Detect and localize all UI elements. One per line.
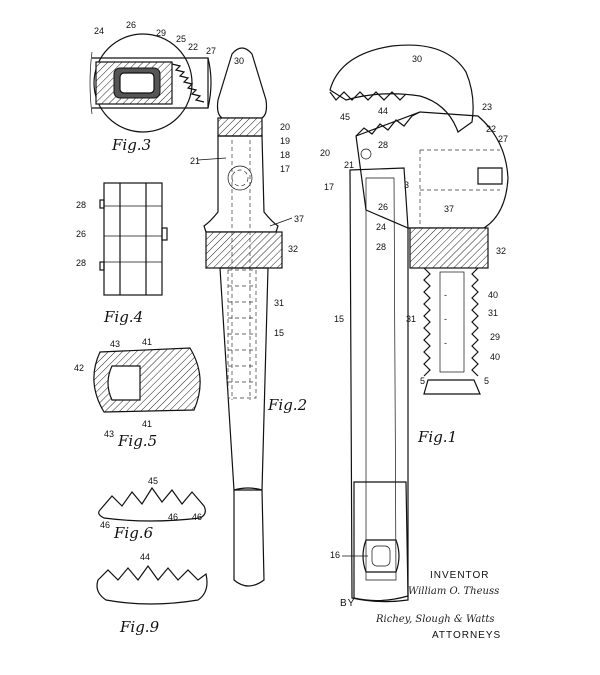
ref-label: 21 bbox=[190, 156, 200, 166]
ref-label: 29 bbox=[490, 332, 500, 342]
ref-label: 19 bbox=[280, 136, 290, 146]
ref-label: 46 bbox=[168, 512, 178, 522]
ref-label: 24 bbox=[94, 26, 104, 36]
scale-mark: - bbox=[444, 338, 447, 348]
ref-label: 42 bbox=[74, 363, 84, 373]
figure-2: Fig.2 30 20 19 21 18 17 37 32 31 15 bbox=[190, 47, 307, 587]
ref-label: 37 bbox=[294, 214, 304, 224]
ref-label: 30 bbox=[234, 56, 244, 66]
scale-mark: - bbox=[444, 290, 447, 300]
ref-label: 27 bbox=[206, 46, 216, 56]
ref-label: 28 bbox=[76, 200, 86, 210]
ref-label: 28 bbox=[76, 258, 86, 268]
ref-label: 28 bbox=[378, 140, 388, 150]
ref-label: 5 bbox=[484, 376, 489, 386]
ref-label: 27 bbox=[498, 134, 508, 144]
fig5-caption: Fig.5 bbox=[117, 432, 157, 450]
by-label: BY bbox=[340, 598, 355, 609]
figure-5: Fig.5 43 41 42 41 43 bbox=[74, 337, 201, 450]
ref-label: 43 bbox=[104, 429, 114, 439]
ref-label: 18 bbox=[280, 150, 290, 160]
attorneys-signature: Richey, Slough & Watts bbox=[375, 614, 495, 625]
fig9-caption: Fig.9 bbox=[119, 618, 160, 636]
fig2-caption: Fig.2 bbox=[267, 396, 307, 414]
figure-6: Fig.6 45 46 46 46 bbox=[98, 476, 206, 542]
ref-label: 15 bbox=[274, 328, 284, 338]
ref-label: 44 bbox=[140, 552, 150, 562]
ref-label: 15 bbox=[334, 314, 344, 324]
ref-label: 43 bbox=[110, 339, 120, 349]
ref-label: 22 bbox=[486, 124, 496, 134]
ref-label: 26 bbox=[76, 229, 86, 239]
threaded-shank: - - - bbox=[423, 267, 481, 395]
inventor-label: INVENTOR bbox=[430, 570, 490, 581]
ref-label: 26 bbox=[378, 202, 388, 212]
ref-label: 16 bbox=[330, 550, 340, 560]
ref-label: 40 bbox=[490, 352, 500, 362]
ref-label: 44 bbox=[378, 106, 388, 116]
ref-label: 20 bbox=[320, 148, 330, 158]
figure-3: Fig.3 24 26 29 25 22 27 bbox=[89, 20, 216, 154]
ref-label: 22 bbox=[188, 42, 198, 52]
ref-label: 31 bbox=[274, 298, 284, 308]
rack-thread-hidden-lines bbox=[228, 285, 256, 383]
ref-label: 17 bbox=[324, 182, 334, 192]
fig6-caption: Fig.6 bbox=[113, 524, 154, 542]
fig4-caption: Fig.4 bbox=[103, 308, 143, 326]
ref-label: 5 bbox=[420, 376, 425, 386]
ref-label: 20 bbox=[280, 122, 290, 132]
inventor-signature: William O. Theuss bbox=[408, 586, 499, 597]
ref-label: 45 bbox=[148, 476, 158, 486]
ref-label: 46 bbox=[100, 520, 110, 530]
ref-label: 24 bbox=[376, 222, 386, 232]
ref-label: 31 bbox=[406, 314, 416, 324]
fig1-caption: Fig.1 bbox=[417, 428, 457, 446]
ref-label: 41 bbox=[142, 337, 152, 347]
ref-label: 40 bbox=[488, 290, 498, 300]
figure-1: - - - Fig.1 30 45 44 23 22 27 20 28 21 1… bbox=[320, 44, 509, 603]
ref-label: 31 bbox=[488, 308, 498, 318]
ref-label: 46 bbox=[192, 512, 202, 522]
ref-label: 21 bbox=[344, 160, 354, 170]
attorneys-label: ATTORNEYS bbox=[432, 630, 501, 641]
ref-label: 41 bbox=[142, 419, 152, 429]
ref-label: 45 bbox=[340, 112, 350, 122]
ref-label: 37 bbox=[444, 204, 454, 214]
scale-mark: - bbox=[444, 314, 447, 324]
ref-label: 25 bbox=[176, 34, 186, 44]
figure-4: Fig.4 28 26 28 bbox=[76, 182, 168, 326]
ref-label: 28 bbox=[376, 242, 386, 252]
ref-label: 32 bbox=[496, 246, 506, 256]
ref-label: 26 bbox=[126, 20, 136, 30]
ref-label: 17 bbox=[280, 164, 290, 174]
ref-label: 32 bbox=[288, 244, 298, 254]
signature-block: INVENTOR William O. Theuss BY Richey, Sl… bbox=[340, 570, 501, 641]
figure-9: Fig.9 44 bbox=[96, 552, 208, 636]
ref-label: 30 bbox=[412, 54, 422, 64]
ref-label: 29 bbox=[156, 28, 166, 38]
ref-label: 3 bbox=[404, 180, 409, 190]
ref-label: 23 bbox=[482, 102, 492, 112]
fig3-caption: Fig.3 bbox=[111, 136, 151, 154]
